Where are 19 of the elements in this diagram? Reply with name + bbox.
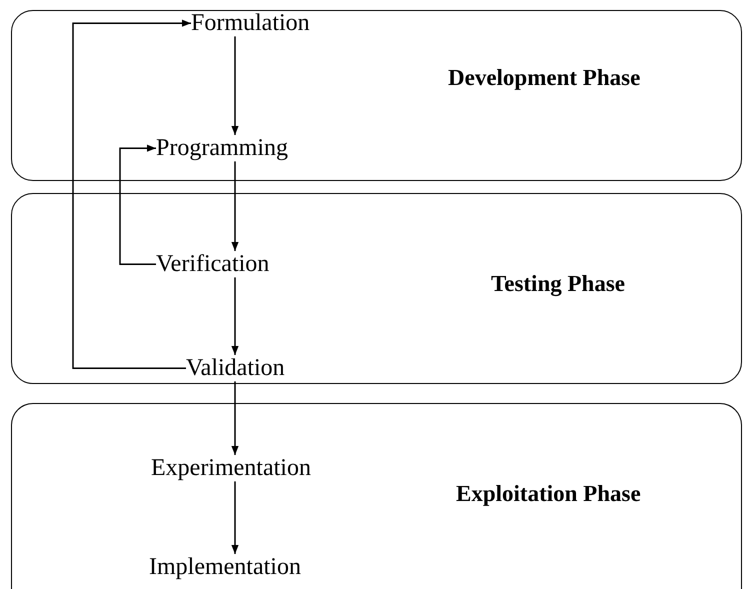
arrow <box>231 381 239 455</box>
phase-title: Development Phase <box>448 65 640 90</box>
step-label: Validation <box>186 355 285 382</box>
arrow <box>231 161 239 251</box>
arrow <box>119 144 156 265</box>
step-label: Programming <box>156 135 288 162</box>
phase-title: Testing Phase <box>491 271 625 296</box>
step-label: Experimentation <box>151 455 311 482</box>
step-label: Formulation <box>191 10 310 36</box>
step-label: Implementation <box>149 554 301 580</box>
phase-box <box>11 193 742 384</box>
arrow <box>72 20 191 369</box>
phase-title: Exploitation Phase <box>456 481 641 506</box>
arrow <box>231 481 239 554</box>
arrow <box>231 36 239 135</box>
phase-box <box>11 10 742 181</box>
arrow <box>231 277 239 355</box>
phase-box <box>11 403 742 589</box>
step-label: Verification <box>156 251 270 278</box>
